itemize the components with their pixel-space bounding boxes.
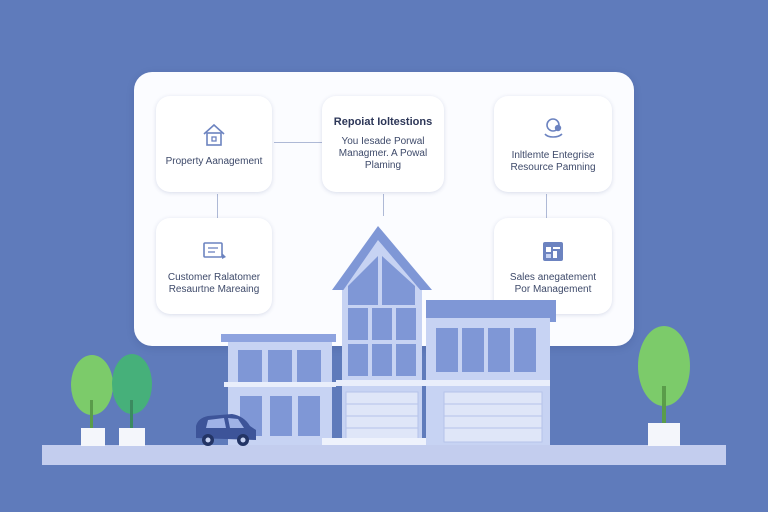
card-property-management[interactable]: Property Aanagement (156, 96, 272, 192)
card-sales-line2: Por Management (514, 284, 592, 295)
house-icon (203, 123, 225, 146)
card-crm-line2: Resaurtne Mareaing (168, 284, 260, 295)
card-center-line1: You Iesade Porwal (341, 136, 425, 147)
info-panel: Property Aanagement Repoiat Ioltestions … (134, 72, 634, 346)
card-sales-management[interactable]: Sales anegatement Por Management (494, 218, 612, 314)
document-icon (203, 242, 226, 259)
building-right-wing (426, 300, 556, 445)
card-crm-line1: Customer Ralatomer (167, 272, 261, 283)
card-property-label: Property Aanagement (165, 156, 263, 167)
tree-left-2 (112, 354, 152, 446)
tree-left-1 (71, 355, 113, 446)
card-enterprise-resource-planning[interactable]: Inltlemte Entegrise Resource Pamning (494, 96, 612, 192)
gear-hand-icon (544, 118, 563, 138)
connector-erp-sales (546, 194, 547, 218)
card-sales-line1: Sales anegatement (509, 272, 597, 283)
car (196, 414, 256, 446)
connector-property-center (274, 142, 322, 143)
card-erp-line1: Inltlemte Entegrise (511, 150, 595, 161)
connector-property-crm (217, 194, 218, 218)
connector-center-house (383, 194, 384, 216)
card-customer-relationship[interactable]: Customer Ralatomer Resaurtne Mareaing (156, 218, 272, 314)
building-center-tower (322, 226, 440, 445)
card-center-line2: Managmer. A Powal (338, 148, 428, 159)
card-center-line3: Plaming (364, 160, 402, 171)
card-center-title: Repoiat Ioltestions (333, 116, 433, 128)
card-center[interactable]: Repoiat Ioltestions You Iesade Porwal Ma… (322, 96, 444, 192)
ground (42, 445, 726, 465)
tree-right (638, 326, 690, 446)
calendar-icon (543, 242, 563, 261)
card-erp-line2: Resource Pamning (510, 162, 596, 173)
